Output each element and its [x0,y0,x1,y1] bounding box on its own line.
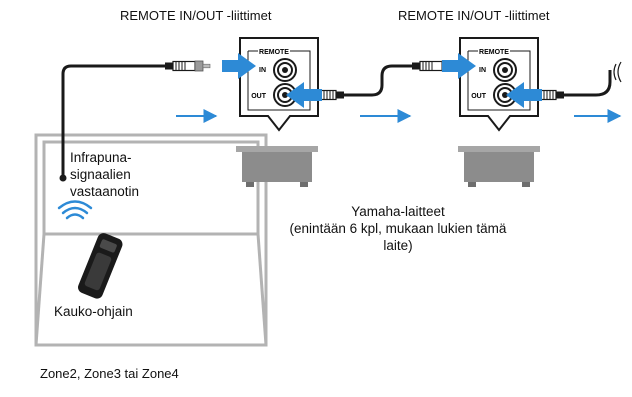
remote-control-icon [78,233,123,299]
ir-receiver-sensor [59,174,67,182]
jack-icon [273,58,297,82]
room-label: Zone2, Zone3 tai Zone4 [40,366,179,381]
ir-receiver-cable [61,64,165,178]
jack-panel-2-remote-label: REMOTE [479,49,509,56]
jack-icon [493,58,517,82]
jack-panel-1-out-label: OUT [251,93,267,100]
jack-arrows [222,53,542,108]
connector-label-2: REMOTE IN/OUT -liittimet [398,8,550,23]
ir-wave-icon [57,200,93,220]
remote-control-label: Kauko-ohjain [54,304,133,319]
outgoing-cable [564,70,612,97]
plug-icon [164,60,211,72]
jack-panel-2-out-label: OUT [471,93,487,100]
connector-label-1: REMOTE IN/OUT -liittimet [120,8,272,23]
jack-panel-1-in-label: IN [259,67,266,74]
room-outline [34,133,268,347]
device-icon [458,146,540,187]
jack-panel-1-frame [247,50,311,111]
ir-receiver-label: Infrapuna- signaalien vastaanotin [70,150,140,199]
jack-panel-1 [239,37,319,132]
jack-panel-2 [459,37,539,132]
jack-panel-2-in-label: IN [479,67,486,74]
jack-panel-2-frame [467,50,531,111]
cable-continues-icon [613,61,622,83]
devices-label: Yamaha-laitteet (enintään 6 kpl, mukaan … [289,204,507,253]
link-cable [344,64,412,97]
device-icon [236,146,318,187]
jack-panel-1-remote-label: REMOTE [259,49,289,56]
